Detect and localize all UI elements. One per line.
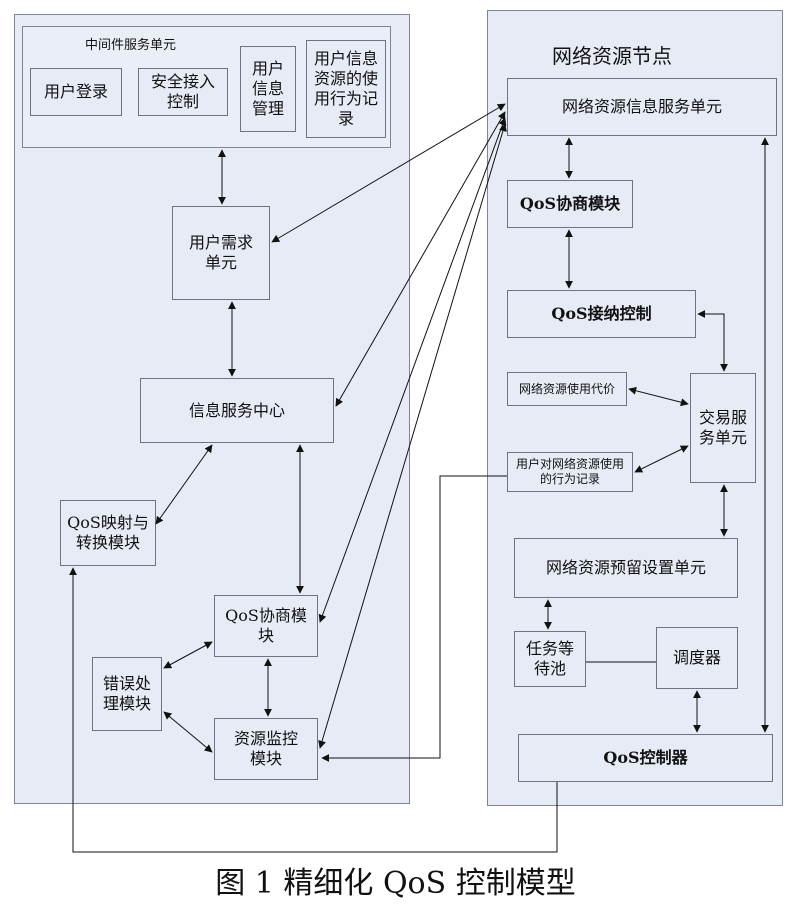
left-qos-negotiation-box: QoS协商模块 — [214, 595, 318, 657]
figure-caption: 图 1 精细化 QoS 控制模型 — [215, 866, 576, 901]
right-panel-title: 网络资源节点 — [552, 44, 672, 68]
right-qos-negotiation-box: QoS协商模块 — [507, 180, 633, 228]
secure-access-box: 安全接入控制 — [138, 68, 228, 116]
arrow-error-monitor — [163, 711, 213, 753]
resource-monitor-box: 资源监控模块 — [214, 718, 318, 780]
arrow-admission-trade — [697, 310, 728, 372]
reservation-box: 网络资源预留设置单元 — [514, 538, 738, 598]
arrow-center-infoservice — [335, 111, 506, 407]
arrow-error-negotiation — [163, 641, 213, 669]
arrow-negotiation-infoservice — [318, 117, 507, 623]
line-record-monitor — [321, 475, 507, 762]
user-usage-record-box: 用户对网络资源使用的行为记录 — [507, 452, 633, 492]
scheduler-box: 调度器 — [656, 627, 738, 689]
task-pool-box: 任务等待池 — [514, 631, 586, 687]
arrow-center-mapping — [155, 444, 213, 525]
line-controller-mapping — [69, 567, 558, 853]
arrow-price-trade — [628, 386, 689, 407]
usage-price-box: 网络资源使用代价 — [507, 372, 627, 406]
info-center-box: 信息服务中心 — [140, 378, 334, 443]
qos-admission-box: QoS接纳控制 — [507, 290, 696, 338]
user-login-box: 用户登录 — [30, 68, 122, 116]
qos-controller-box: QoS控制器 — [518, 734, 773, 782]
error-handling-box: 错误处理模块 — [92, 657, 162, 731]
user-demand-box: 用户需求单元 — [172, 206, 270, 300]
arrow-record-trade — [634, 445, 689, 473]
middleware-title: 中间件服务单元 — [85, 38, 177, 53]
qos-mapping-box: QoS映射与转换模块 — [60, 500, 156, 566]
trade-unit-box: 交易服务单元 — [690, 373, 756, 483]
info-service-box: 网络资源信息服务单元 — [507, 78, 777, 136]
arrow-monitor-infoservice — [318, 123, 507, 749]
